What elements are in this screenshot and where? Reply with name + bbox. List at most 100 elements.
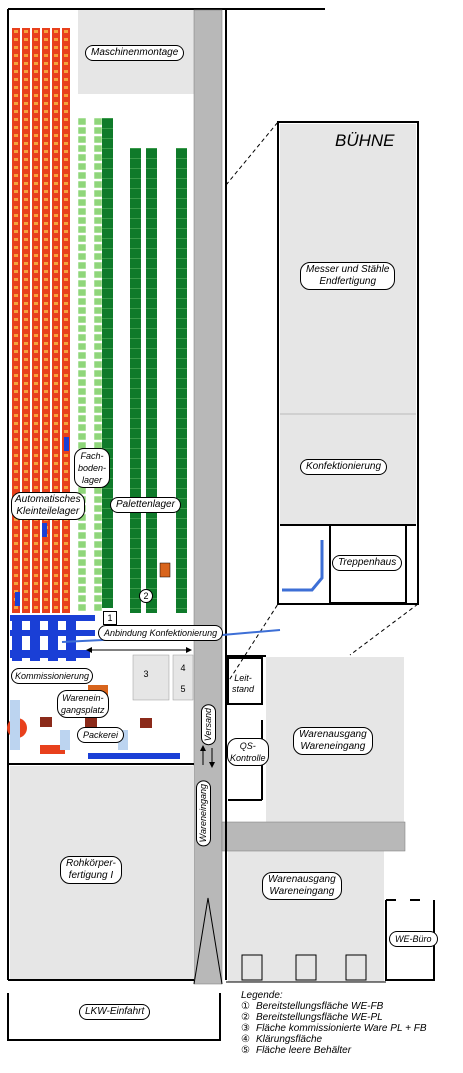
asrs-bin: [44, 310, 48, 313]
pallet-rack-divider: [146, 328, 157, 329]
asrs-bin: [54, 470, 58, 473]
asrs-bin: [44, 214, 48, 217]
pallet-rack-divider: [130, 158, 141, 159]
pallet-rack-divider: [146, 438, 157, 439]
pallet-rack-divider: [176, 588, 187, 589]
asrs-bin: [54, 78, 58, 81]
asrs-bin: [54, 102, 58, 105]
asrs-bin: [64, 182, 68, 185]
asrs-bin: [64, 550, 68, 553]
pallet-rack-divider: [130, 568, 141, 569]
asrs-bin: [24, 110, 28, 113]
asrs-bin: [34, 38, 38, 41]
pallet-rack-divider: [102, 598, 113, 599]
pallet-rack-divider: [146, 388, 157, 389]
shelf-bay: [93, 576, 103, 585]
asrs-bin: [54, 254, 58, 257]
pallet-rack-divider: [130, 408, 141, 409]
asrs-bin: [54, 566, 58, 569]
asrs-bin: [14, 94, 18, 97]
pallet-rack-divider: [176, 528, 187, 529]
asrs-bin: [14, 582, 18, 585]
asrs-bin: [24, 46, 28, 49]
asrs-bin: [44, 446, 48, 449]
asrs-bin: [54, 214, 58, 217]
pallet-rack-divider: [146, 378, 157, 379]
asrs-bin: [64, 542, 68, 545]
asrs-bin: [44, 350, 48, 353]
pallet-rack-divider: [130, 188, 141, 189]
shelf-bay: [77, 153, 87, 162]
asrs-bin: [34, 150, 38, 153]
asrs-bin: [54, 126, 58, 129]
asrs-bin: [44, 326, 48, 329]
asrs-bin: [34, 430, 38, 433]
asrs-bin: [34, 526, 38, 529]
asrs-bin: [24, 62, 28, 65]
shelf-bay: [77, 387, 87, 396]
asrs-bin: [64, 358, 68, 361]
asrs-bin: [54, 30, 58, 33]
asrs-bin: [54, 574, 58, 577]
pallet-rack-divider: [146, 318, 157, 319]
asrs-bin: [34, 230, 38, 233]
asrs-bin: [44, 302, 48, 305]
shelf-bay: [77, 576, 87, 585]
asrs-bin: [64, 566, 68, 569]
asrs-bin: [54, 382, 58, 385]
asrs-bin: [54, 286, 58, 289]
stacker-crane: [15, 592, 20, 606]
shelf-bay: [93, 522, 103, 531]
aisle-triangle: [193, 897, 223, 985]
pallet-rack-divider: [146, 518, 157, 519]
pallet-rack-divider: [176, 508, 187, 509]
asrs-bin: [14, 558, 18, 561]
shelf-bay: [77, 279, 87, 288]
asrs-bin: [14, 446, 18, 449]
shelf-bay: [93, 342, 103, 351]
asrs-bin: [44, 438, 48, 441]
asrs-bin: [14, 470, 18, 473]
asrs-bin: [64, 486, 68, 489]
asrs-bin: [44, 46, 48, 49]
asrs-bin: [24, 206, 28, 209]
asrs-bin: [54, 38, 58, 41]
asrs-bin: [24, 286, 28, 289]
asrs-bin: [44, 262, 48, 265]
asrs-bin: [24, 278, 28, 281]
asrs-bin: [64, 198, 68, 201]
asrs-bin: [64, 558, 68, 561]
asrs-bin: [34, 446, 38, 449]
asrs-bin: [24, 414, 28, 417]
asrs-bin: [24, 310, 28, 313]
asrs-bin: [34, 30, 38, 33]
pallet-rack-divider: [146, 268, 157, 269]
asrs-bin: [54, 246, 58, 249]
asrs-bin: [54, 278, 58, 281]
pallet-rack-divider: [146, 198, 157, 199]
pallet-rack-divider: [102, 538, 113, 539]
pallet-rack-divider: [102, 178, 113, 179]
asrs-bin: [34, 46, 38, 49]
asrs-bin: [44, 550, 48, 553]
shelf-bay: [77, 288, 87, 297]
shelf-bay: [93, 261, 103, 270]
shelf-bay: [93, 288, 103, 297]
asrs-bin: [54, 398, 58, 401]
asrs-bin: [44, 278, 48, 281]
shelf-bay: [77, 531, 87, 540]
shelf-bay: [77, 297, 87, 306]
asrs-bin: [14, 190, 18, 193]
legend-number: ②: [241, 1012, 250, 1023]
label-warenausgang-2: Warenausgang Wareneingang: [262, 872, 342, 900]
pallet-rack-divider: [130, 308, 141, 309]
pallet-rack-divider: [102, 548, 113, 549]
asrs-bin: [14, 126, 18, 129]
asrs-bin: [44, 142, 48, 145]
shelf-storage-racks: [77, 117, 103, 612]
asrs-bin: [44, 566, 48, 569]
asrs-bin: [24, 382, 28, 385]
asrs-bin: [34, 182, 38, 185]
